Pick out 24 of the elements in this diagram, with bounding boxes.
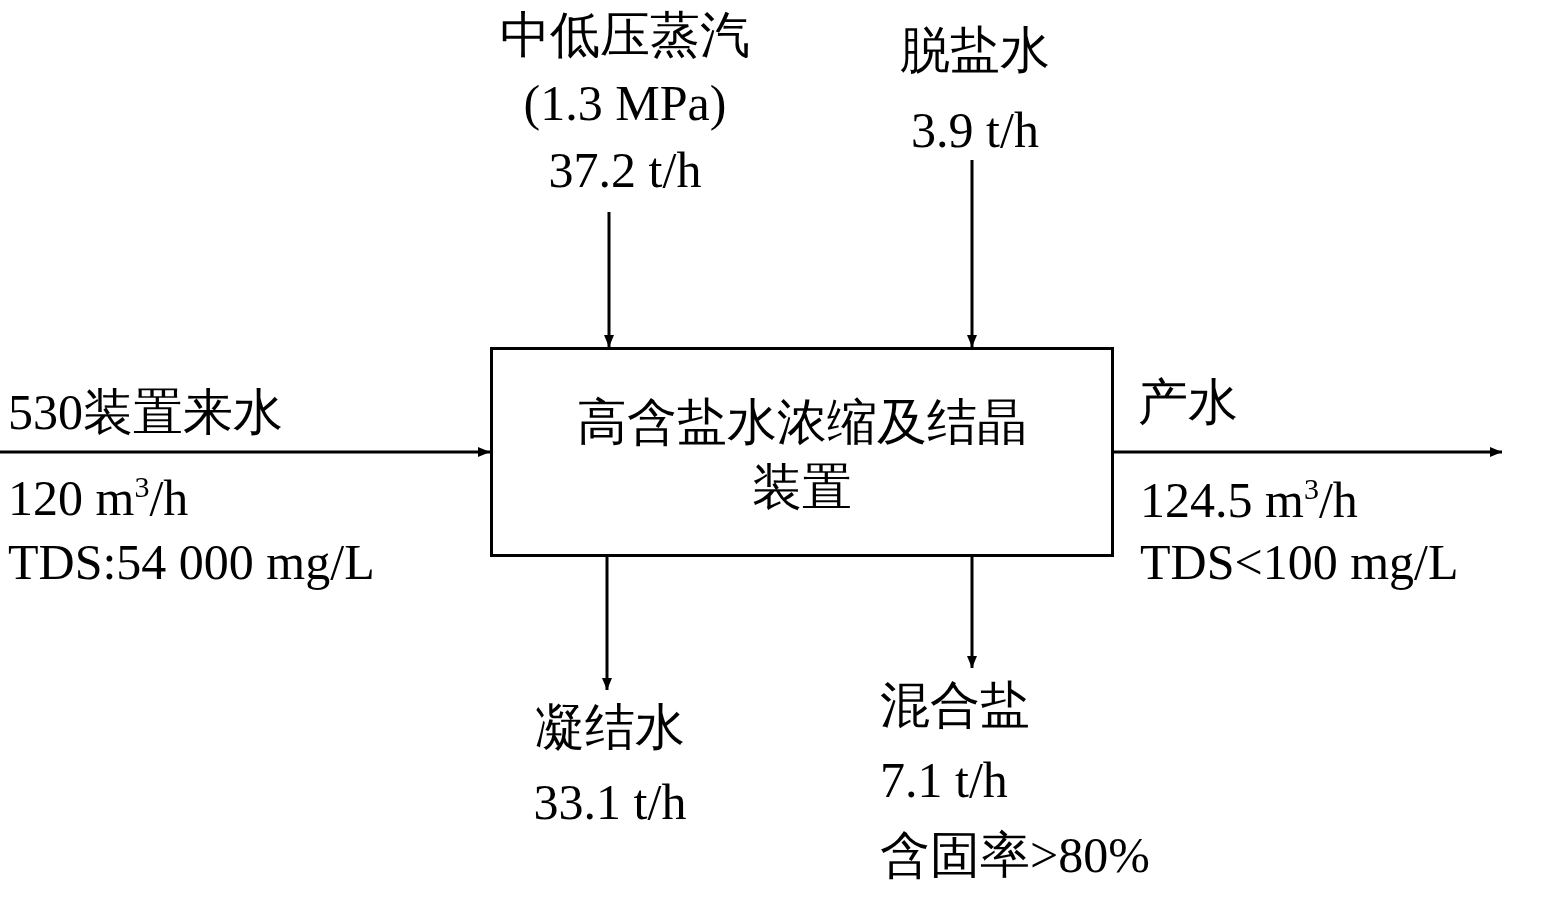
- stream-label: 124.5 m$^{3}$/h: [1140, 471, 1358, 530]
- flow-arrow: [602, 557, 612, 690]
- stream-label: 37.2 t/h: [547, 141, 703, 200]
- process-label: 高含盐水浓缩及结晶装置: [576, 393, 1028, 517]
- stream-label: 凝结水: [534, 698, 686, 757]
- stream-label: 7.1 t/h: [880, 751, 1009, 810]
- flow-arrow: [1114, 447, 1502, 457]
- stream-label: 混合盐: [880, 676, 1031, 735]
- stream-label: TDS:54 000 mg/L: [8, 533, 375, 592]
- stream-label: 3.9 t/h: [910, 101, 1040, 160]
- process-box: [490, 347, 1114, 557]
- flow-arrow: [967, 160, 977, 347]
- flow-arrow: [604, 212, 614, 347]
- stream-label: 33.1 t/h: [532, 773, 688, 832]
- stream-label: 120 m$^{3}$/h: [8, 469, 189, 528]
- stream-label: TDS<100 mg/L: [1140, 533, 1459, 592]
- stream-label: 中低压蒸汽: [499, 6, 751, 65]
- stream-label: 含固率>80%: [880, 826, 1151, 885]
- stream-label: (1.3 MPa): [522, 73, 728, 133]
- flow-arrow: [0, 447, 490, 457]
- stream-label: 530装置来水: [8, 383, 283, 442]
- stream-label: 脱盐水: [899, 21, 1051, 80]
- stream-label: 产水: [1138, 373, 1238, 432]
- flow-arrow: [967, 557, 977, 668]
